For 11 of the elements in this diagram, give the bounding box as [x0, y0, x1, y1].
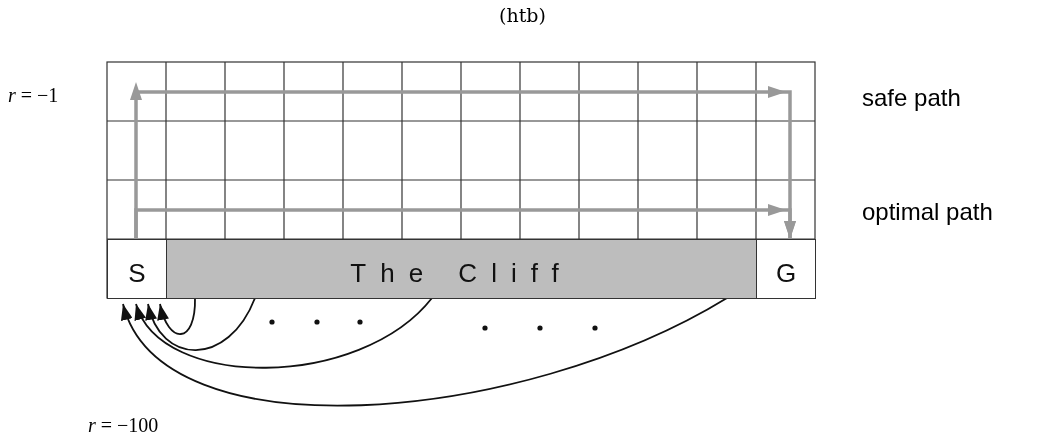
cliff-region	[166, 239, 757, 299]
reward-label: r = −1	[8, 84, 59, 107]
reward-label: r = −100	[88, 414, 159, 437]
path-label: safe path	[862, 84, 961, 112]
goal-cell	[756, 239, 816, 299]
cell-label: S	[128, 256, 146, 289]
cell-label: The Cliff	[350, 256, 573, 289]
title: (htb)	[498, 4, 547, 26]
cell-label: G	[775, 256, 797, 289]
start-cell	[107, 239, 167, 299]
path-label: optimal path	[862, 198, 993, 226]
